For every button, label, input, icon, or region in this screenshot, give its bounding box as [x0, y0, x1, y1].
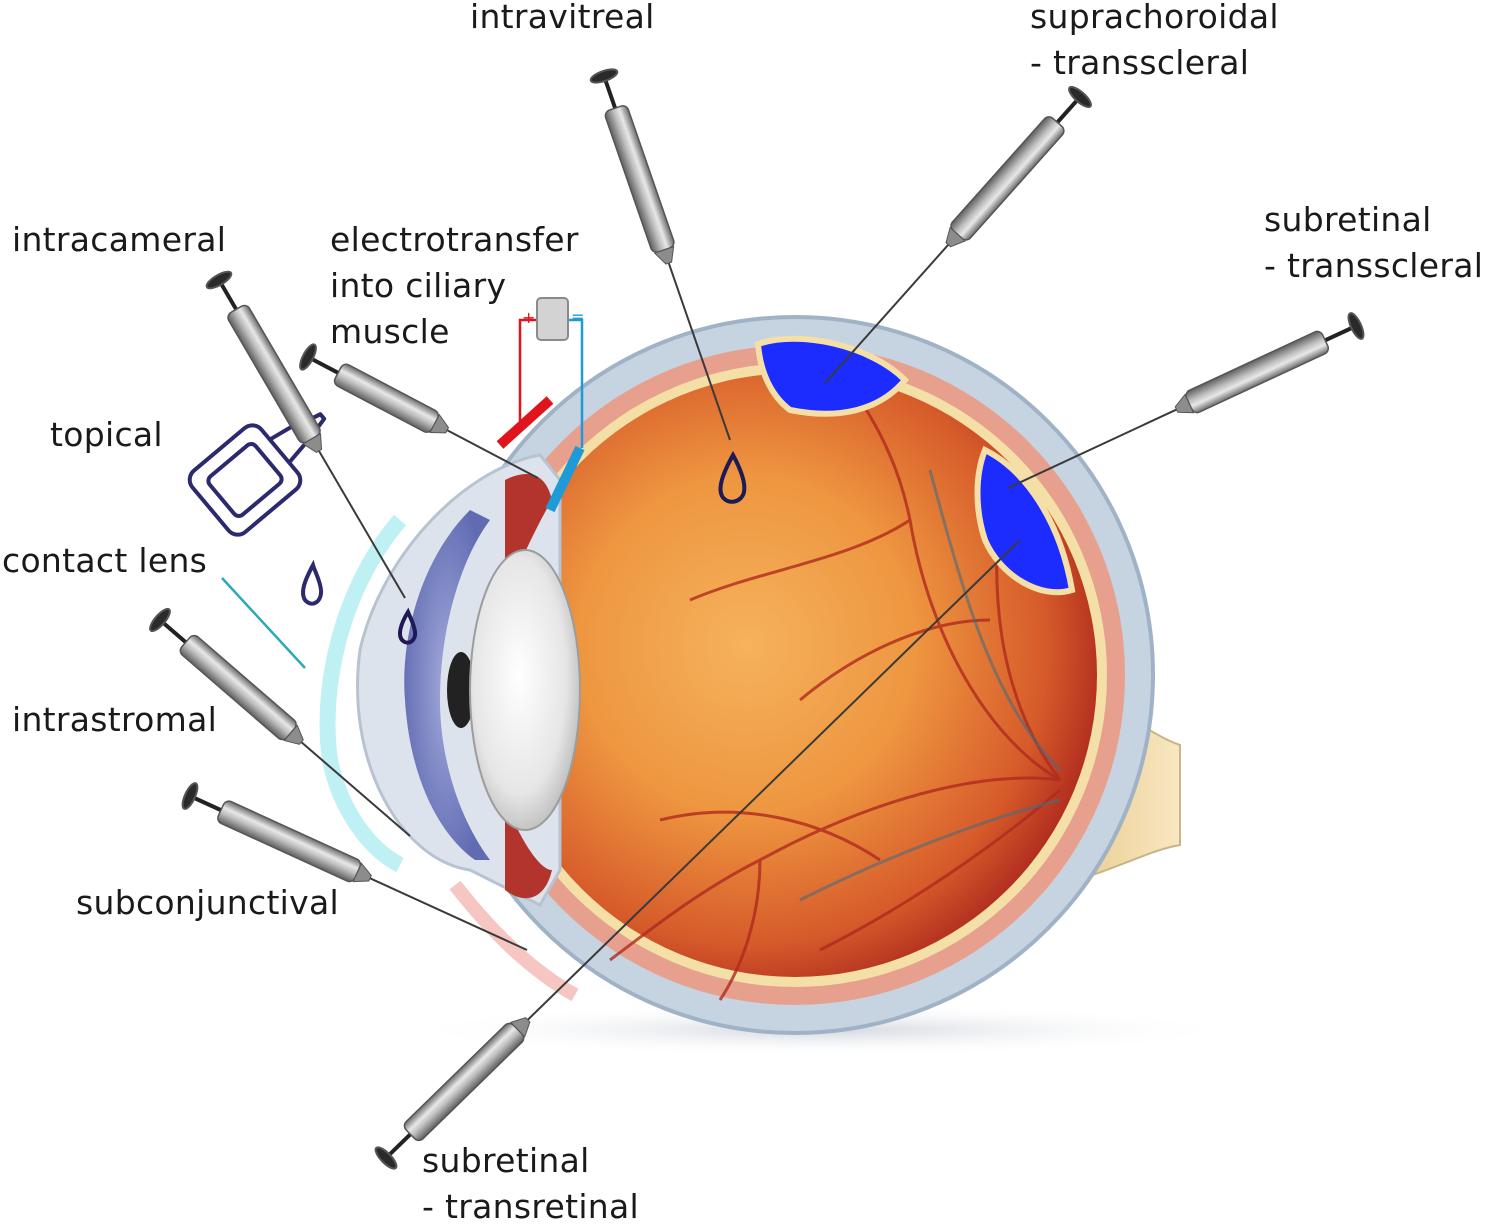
iris	[404, 510, 490, 860]
anode-electrode	[496, 396, 554, 449]
lens	[469, 549, 581, 831]
retinal-veins	[799, 469, 1062, 902]
pupil	[447, 652, 475, 728]
conjunctiva-arc	[449, 880, 579, 1002]
eye-drop-bottle-icon	[187, 412, 327, 537]
intracameral-drop-icon	[398, 607, 418, 645]
negative-terminal: =	[571, 307, 584, 326]
positive-terminal: +	[522, 308, 535, 327]
intravitreal-drop-icon	[718, 450, 747, 504]
syringe-electrotransfer	[299, 343, 539, 479]
syringe-subconjunctival	[181, 782, 528, 951]
syringe-subretinal-transretinal	[374, 539, 1021, 1170]
topical-drop-icon	[301, 559, 324, 606]
subretinal-bleb	[974, 445, 1076, 596]
label-intrastromal: intrastromal	[12, 700, 218, 739]
cathode-wire	[568, 318, 584, 448]
ciliary-body-bottom	[505, 800, 552, 899]
syringe-suprachoroidal	[824, 85, 1092, 384]
contact-lens	[319, 514, 407, 873]
label-contact-lens: contact lens	[2, 541, 208, 580]
cathode-electrode	[545, 445, 585, 513]
syringe-intravitreal	[589, 68, 731, 441]
syringes	[149, 68, 1365, 1170]
label-subretinal-transretinal: subretinal- transretinal	[422, 1141, 639, 1226]
label-intravitreal: intravitreal	[470, 0, 655, 36]
battery-icon	[536, 297, 569, 341]
label-subretinal-transscleral: subretinal- transscleral	[1264, 200, 1484, 285]
label-topical: topical	[50, 415, 163, 454]
label-subconjunctival: subconjunctival	[76, 883, 339, 922]
syringe-subretinal-transscleral	[1007, 312, 1365, 489]
syringe-intrastromal	[149, 607, 411, 837]
contact-lens-leader	[221, 577, 306, 669]
label-suprachoroidal: suprachoroidal- transscleral	[1030, 0, 1279, 82]
syringe-intracameral	[205, 270, 406, 599]
label-intracameral: intracameral	[12, 220, 227, 259]
anode-wire	[518, 318, 537, 425]
